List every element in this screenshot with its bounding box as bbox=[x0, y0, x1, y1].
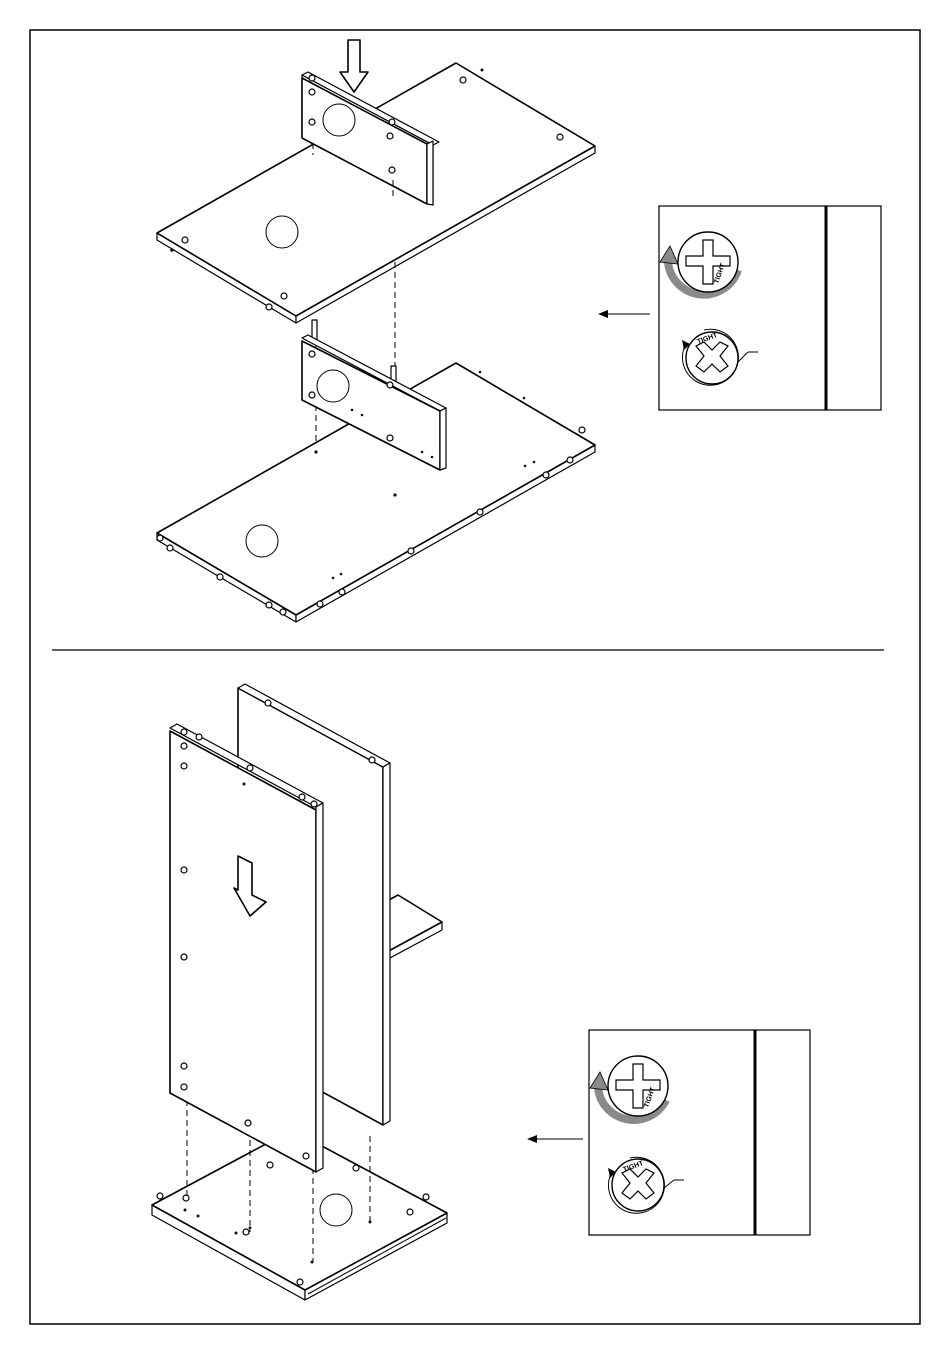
arrow-down-icon bbox=[340, 40, 368, 92]
tightening-callout: TIGHT TIGHT bbox=[589, 1030, 810, 1235]
tightening-callout: TIGHT TIGHT bbox=[659, 206, 881, 410]
front-side-panel bbox=[170, 724, 323, 1172]
arrow-left-icon bbox=[527, 1135, 583, 1143]
arrow-left-icon bbox=[598, 310, 650, 318]
top-board bbox=[157, 63, 595, 323]
step-top: TIGHT TIGHT bbox=[157, 40, 881, 622]
step-bottom: TIGHT TIGHT bbox=[152, 684, 810, 1300]
